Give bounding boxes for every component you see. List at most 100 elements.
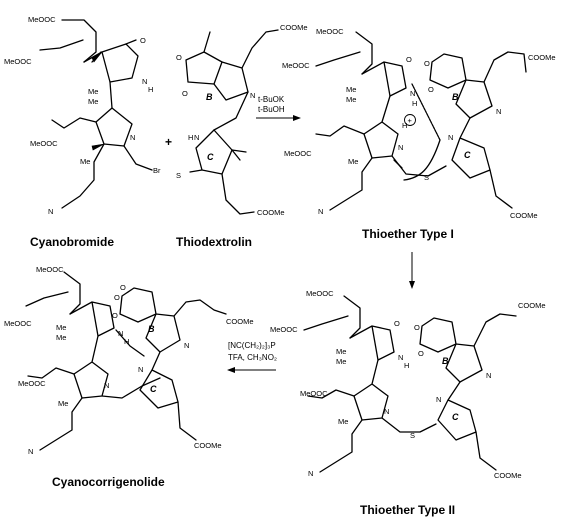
atom-label: O	[140, 36, 146, 45]
reagent-label: t-BuOK	[258, 95, 285, 104]
atom-label: MeOOC	[316, 27, 344, 36]
atom-label: N	[142, 77, 147, 86]
atom-label: O	[418, 349, 424, 358]
caption-cyanobromide: Cyanobromide	[30, 235, 114, 249]
atom-label: Me	[88, 97, 98, 106]
reagent-label: TFA, CH₃NO₂	[228, 353, 277, 362]
atom-label: MeOOC	[18, 379, 46, 388]
atom-label: COOMe	[494, 471, 522, 480]
atom-label: O	[394, 319, 400, 328]
atom-label: Me	[346, 95, 356, 104]
atom-label: O	[414, 323, 420, 332]
ring-label-b: B	[442, 356, 449, 366]
thioether-type-2-structure	[303, 295, 517, 473]
atom-label: O	[176, 53, 182, 62]
atom-label: H	[404, 361, 409, 370]
reagent-label: t-BuOH	[258, 105, 285, 114]
atom-label: S	[424, 173, 429, 182]
atom-label: COOMe	[528, 53, 556, 62]
atom-label: O	[120, 283, 126, 292]
atom-label: O	[182, 89, 188, 98]
thioether-type-1-structure	[315, 31, 527, 211]
thiodextrolin-structure	[185, 29, 279, 215]
atom-label: N	[138, 365, 143, 374]
atom-label: Br	[153, 166, 161, 175]
atom-label: MeOOC	[284, 149, 312, 158]
atom-label: N	[194, 133, 199, 142]
atom-label: MeOOC	[4, 57, 32, 66]
caption-thioether-type-1: Thioether Type I	[362, 227, 454, 241]
atom-label: H	[402, 121, 407, 130]
atom-label: COOMe	[280, 23, 308, 32]
atom-label: Me	[336, 347, 346, 356]
atom-label: O	[424, 59, 430, 68]
atom-label: S	[176, 171, 181, 180]
atom-label: Me	[336, 357, 346, 366]
atom-label: N	[250, 91, 255, 100]
atom-label: N	[410, 89, 415, 98]
atom-label: O	[112, 311, 118, 320]
reagent-label: [NC(CH₂)₂]₃P	[228, 341, 276, 350]
ring-label-b: B	[452, 92, 459, 102]
atom-label: COOMe	[510, 211, 538, 220]
atom-label: MeOOC	[28, 15, 56, 24]
atom-label: H	[124, 337, 129, 346]
cyanobromide-structure	[39, 19, 153, 209]
atom-label: H	[148, 85, 153, 94]
atom-label: Me	[58, 399, 68, 408]
atom-label: N	[398, 143, 403, 152]
atom-label: MeOOC	[36, 265, 64, 274]
positive-charge-icon	[404, 114, 416, 126]
atom-label: N	[384, 407, 389, 416]
ring-label-c: C	[452, 412, 459, 422]
atom-label: COOMe	[257, 208, 285, 217]
caption-thioether-type-2: Thioether Type II	[360, 503, 455, 517]
atom-label: N	[130, 133, 135, 142]
atom-label: Me	[56, 323, 66, 332]
atom-label: N	[184, 341, 189, 350]
atom-label: N	[118, 329, 123, 338]
ring-label-b: B	[148, 324, 155, 334]
positive-charge: +	[408, 116, 413, 125]
atom-label: N	[48, 207, 53, 216]
atom-label: MeOOC	[300, 389, 328, 398]
atom-label: N	[436, 395, 441, 404]
atom-label: N	[318, 207, 323, 216]
atom-label: COOMe	[226, 317, 254, 326]
atom-label: N	[28, 447, 33, 456]
ring-label-b: B	[206, 92, 213, 102]
atom-label: Me	[88, 87, 98, 96]
ring-label-c: C	[150, 384, 157, 394]
atom-label: COOMe	[518, 301, 546, 310]
atom-label: H	[188, 133, 193, 142]
atom-label: COOMe	[194, 441, 222, 450]
atom-label: Me	[56, 333, 66, 342]
atom-label: O	[428, 85, 434, 94]
atom-label: N	[104, 381, 109, 390]
atom-label: N	[448, 133, 453, 142]
atom-label: N	[308, 469, 313, 478]
atom-label: Me	[80, 157, 90, 166]
ring-label-c: C	[464, 150, 471, 160]
atom-label: N	[496, 107, 501, 116]
atom-label: N	[486, 371, 491, 380]
atom-label: O	[406, 55, 412, 64]
atom-label: S	[410, 431, 415, 440]
atom-label: Me	[338, 417, 348, 426]
atom-label: H	[412, 99, 417, 108]
atom-label: Me	[346, 85, 356, 94]
atom-label: MeOOC	[282, 61, 310, 70]
caption-cyanocorrigenolide: Cyanocorrigenolide	[52, 475, 165, 489]
atom-label: N	[398, 353, 403, 362]
cyanocorrigenolide-structure	[25, 271, 227, 451]
atom-label: MeOOC	[270, 325, 298, 334]
caption-thiodextrolin: Thiodextrolin	[176, 235, 252, 249]
plus-sign: +	[165, 135, 172, 149]
ring-label-c: C	[207, 152, 214, 162]
atom-label: MeOOC	[4, 319, 32, 328]
atom-label: Me	[348, 157, 358, 166]
atom-label: MeOOC	[306, 289, 334, 298]
atom-label: MeOOC	[30, 139, 58, 148]
